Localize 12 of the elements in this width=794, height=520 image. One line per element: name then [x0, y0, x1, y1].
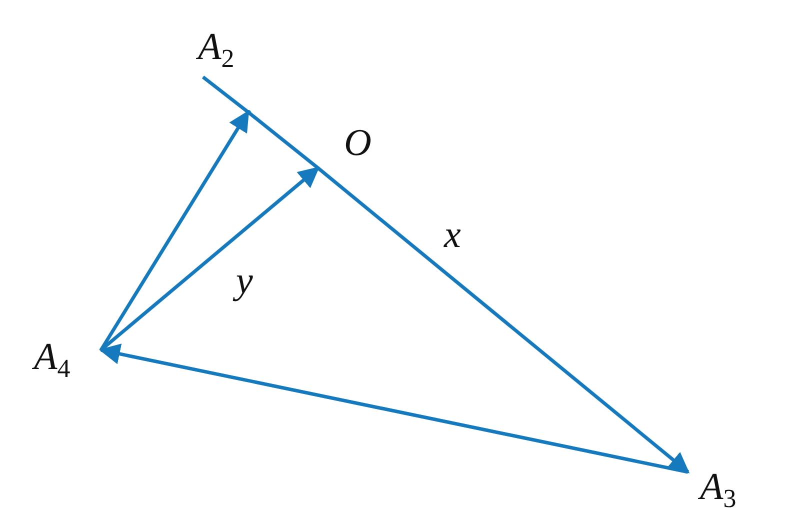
line-point	[246, 110, 251, 115]
point-label: O	[344, 124, 372, 162]
vector-arrow	[316, 166, 690, 474]
line-segment	[246, 110, 320, 170]
point-label: A$_{2}$	[198, 28, 234, 72]
vector-arrow	[100, 166, 320, 352]
edge-label: x	[444, 216, 461, 254]
line-segment	[202, 76, 250, 114]
vector-arrow	[98, 344, 688, 474]
point-label: A$_{4}$	[34, 338, 70, 382]
vector-arrow	[100, 110, 250, 351]
point-label: A$_{3}$	[700, 468, 736, 512]
